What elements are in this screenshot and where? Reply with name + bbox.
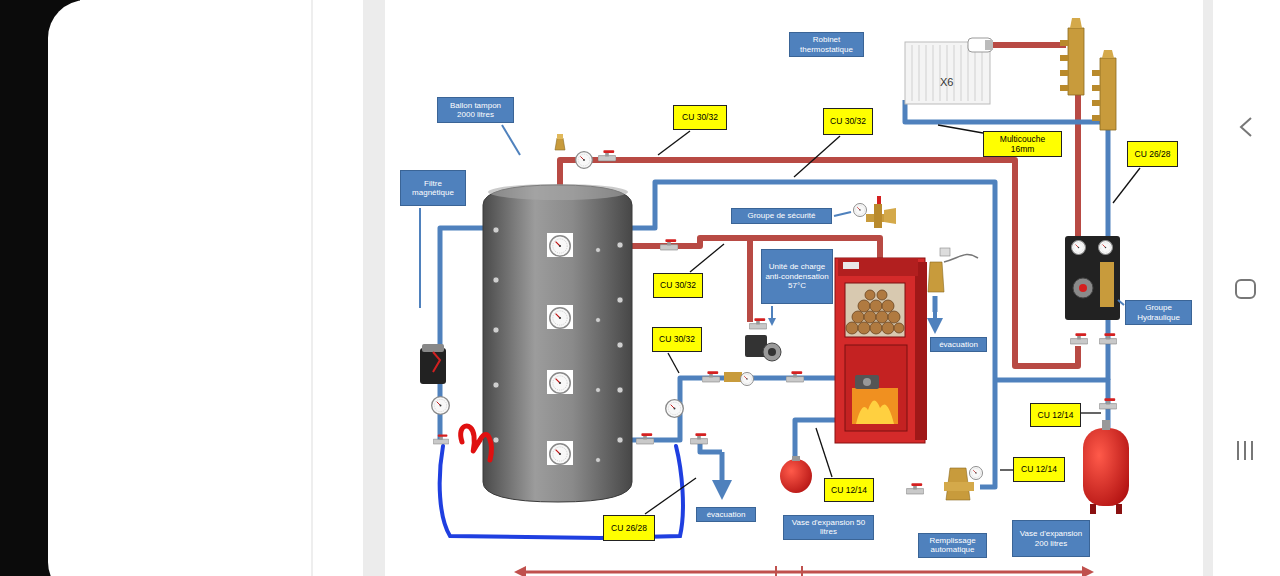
component-label: évacuation	[930, 337, 987, 352]
pipe-size-callout: CU 30/32	[823, 108, 873, 135]
label-text: Robinet thermostatique	[793, 35, 860, 54]
label-text: CU 12/14	[831, 485, 867, 495]
pipe-size-callout: Multicouche 16mm	[983, 131, 1062, 157]
pipe-size-callout: CU 26/28	[1127, 141, 1178, 167]
label-text: CU 30/32	[660, 280, 696, 290]
label-text: CU 12/14	[1021, 464, 1057, 474]
pipe-size-callout: CU 30/32	[673, 105, 727, 130]
pipe-size-callout: CU 26/28	[603, 515, 655, 541]
component-label: évacuation	[696, 507, 756, 522]
label-text: Ballon tampon 2000 litres	[441, 101, 510, 120]
component-label: Robinet thermostatique	[789, 32, 864, 57]
component-label: Vase d'expansion 50 litres	[783, 515, 874, 540]
component-label: Vase d'expansion 200 litres	[1012, 520, 1090, 557]
label-text: Groupe de sécurité	[747, 211, 815, 220]
label-text: Filtre magnétique	[404, 179, 462, 198]
label-text: CU 26/28	[611, 523, 647, 533]
label-text: Vase d'expansion 200 litres	[1016, 529, 1086, 548]
label-text: Groupe Hydraulique	[1129, 303, 1188, 322]
pipe-size-callout: CU 12/14	[824, 478, 874, 502]
component-label: Unité de charge anti-condensation 57°C	[761, 249, 833, 304]
pipe-size-callout: CU 30/32	[652, 327, 702, 352]
component-label: Groupe de sécurité	[731, 208, 832, 224]
label-text: évacuation	[707, 510, 746, 519]
label-text: CU 30/32	[830, 116, 866, 126]
pipe-size-callout: CU 12/14	[1030, 403, 1081, 427]
quantity-label: X6	[940, 76, 953, 88]
component-label: Filtre magnétique	[400, 170, 466, 206]
label-text: CU 26/28	[1135, 149, 1171, 159]
component-label: Groupe Hydraulique	[1125, 300, 1192, 325]
label-text: CU 30/32	[682, 112, 718, 122]
component-label: Remplissage automatique	[918, 533, 987, 558]
label-text: CU 30/32	[659, 334, 695, 344]
label-text: Multicouche 16mm	[987, 134, 1058, 154]
component-label: Ballon tampon 2000 litres	[437, 97, 514, 123]
label-text: Unité de charge anti-condensation 57°C	[765, 262, 829, 290]
label-text: évacuation	[939, 340, 978, 349]
pipe-size-callout: CU 12/14	[1013, 457, 1065, 482]
pipe-size-callout: CU 30/32	[653, 273, 703, 298]
label-text: Remplissage automatique	[922, 536, 983, 555]
label-text: Vase d'expansion 50 litres	[787, 518, 870, 537]
label-text: CU 12/14	[1038, 410, 1074, 420]
